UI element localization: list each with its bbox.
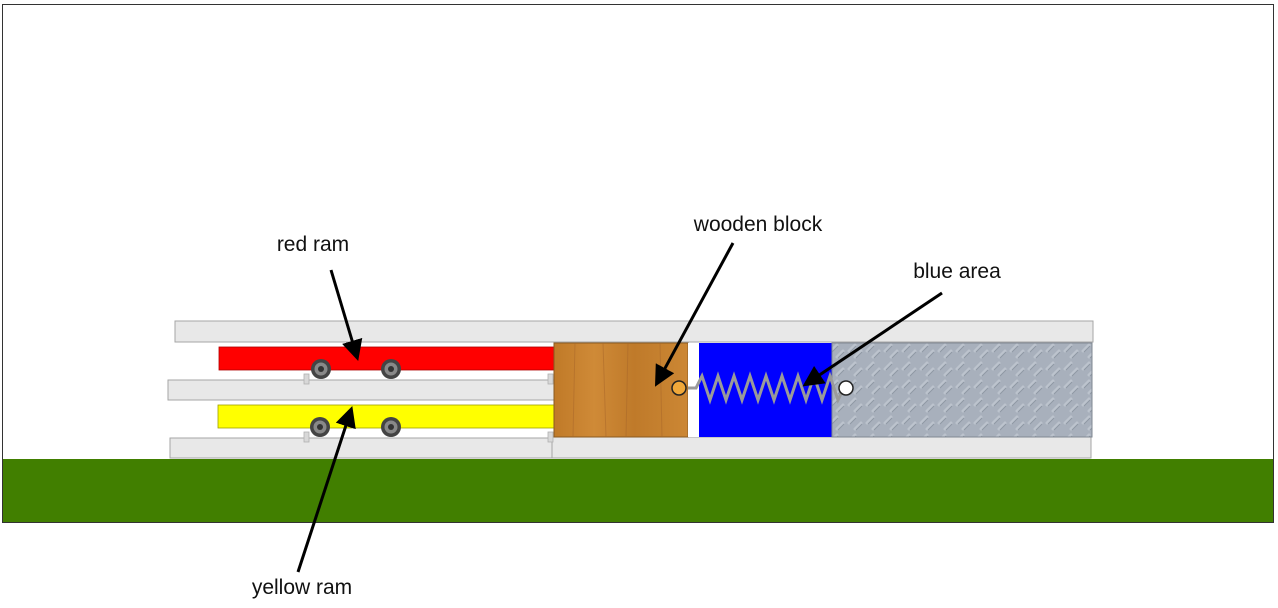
top-rail	[174, 320, 1094, 343]
middle-rail	[167, 379, 555, 401]
rail-peg	[547, 431, 554, 443]
spring	[688, 371, 846, 405]
wheel-icon	[310, 417, 330, 437]
ground	[3, 459, 1273, 522]
rail-peg	[303, 373, 310, 385]
metal-plate	[831, 342, 1093, 438]
blue-area-arrow	[802, 291, 943, 387]
rail-peg	[547, 373, 554, 385]
wood-grain	[572, 342, 663, 438]
wheel-icon	[381, 359, 401, 379]
rail-peg	[303, 431, 310, 443]
yellow-ram-arrow	[296, 406, 356, 573]
wheel-icon	[311, 359, 331, 379]
pivot-circle-icon	[671, 380, 687, 396]
red-ram-label: red ram	[277, 233, 349, 256]
yellow-ram-label: yellow ram	[252, 576, 352, 599]
blue-area-label: blue area	[913, 260, 1001, 283]
red-ram-arrow	[329, 269, 363, 362]
blue-area	[699, 343, 832, 437]
wheel-icon	[381, 417, 401, 437]
bottom-rail-left	[169, 437, 555, 459]
pivot-circle-icon	[838, 380, 854, 396]
gap	[688, 343, 699, 437]
wooden-block	[553, 342, 689, 438]
wooden-block-arrow	[654, 242, 735, 387]
bottom-rail-right	[551, 436, 1092, 459]
wooden-block-label: wooden block	[693, 213, 823, 236]
